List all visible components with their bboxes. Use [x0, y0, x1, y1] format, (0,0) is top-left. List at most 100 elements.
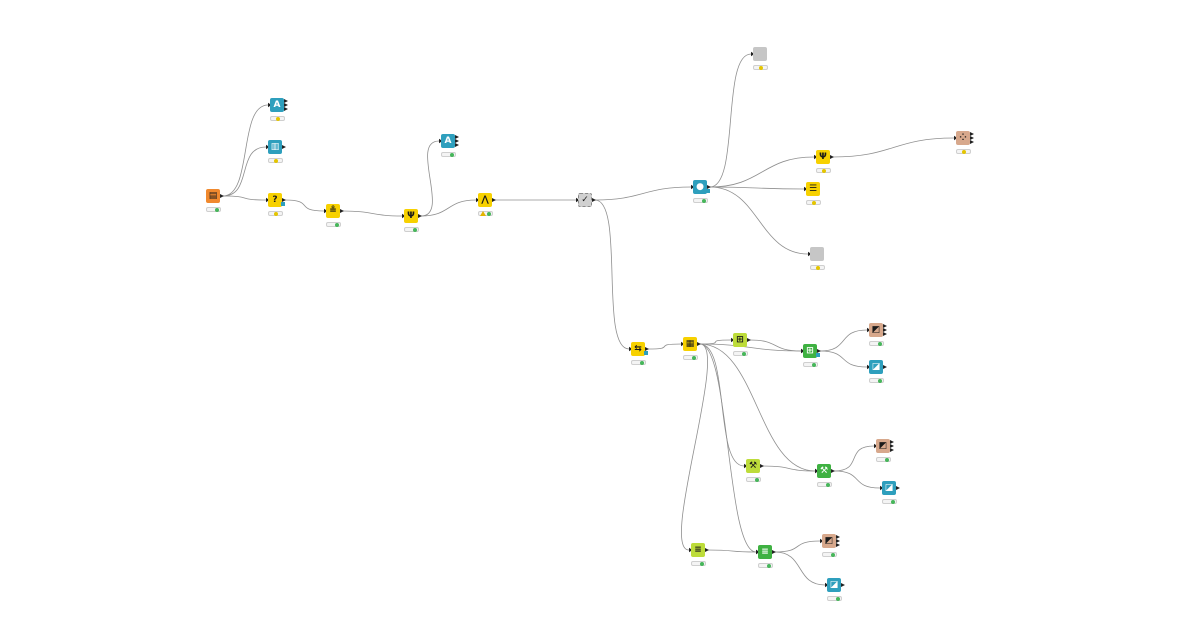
output-port[interactable] [282, 197, 286, 202]
output-port[interactable] [592, 197, 596, 202]
connection-edge[interactable] [709, 186, 809, 255]
workflow-node-n18[interactable]: ⊞ [733, 333, 747, 347]
flow-variable-port[interactable] [706, 189, 710, 193]
workflow-node-n1[interactable]: ▤ [206, 189, 220, 203]
output-port[interactable] [841, 582, 845, 587]
connection-edge[interactable] [420, 140, 440, 217]
output-port[interactable] [836, 538, 840, 543]
workflow-node-n27[interactable]: ≡ [758, 545, 772, 559]
workflow-node-n26[interactable]: ≡ [691, 543, 705, 557]
workflow-node-n17[interactable]: ▦ [683, 337, 697, 351]
connection-edge[interactable] [709, 53, 752, 188]
connection-edge[interactable] [699, 343, 757, 553]
workflow-node-n8[interactable]: ⋀ [478, 193, 492, 207]
output-port[interactable] [970, 135, 974, 140]
output-port[interactable] [747, 337, 751, 342]
output-port[interactable] [220, 193, 224, 198]
output-port[interactable] [890, 447, 894, 452]
output-port[interactable] [890, 443, 894, 448]
output-port[interactable] [707, 184, 711, 189]
workflow-node-n24[interactable]: ◩ [876, 439, 890, 453]
workflow-node-n21[interactable]: ◪ [869, 360, 883, 374]
connection-edge[interactable] [222, 146, 267, 197]
workflow-node-n14[interactable] [810, 247, 824, 261]
output-port[interactable] [645, 346, 649, 351]
workflow-node-n3[interactable]: ▥ [268, 140, 282, 154]
output-port[interactable] [284, 102, 288, 107]
output-port[interactable] [455, 134, 459, 139]
workflow-node-n19[interactable]: ⊞ [803, 344, 817, 358]
output-port[interactable] [883, 331, 887, 336]
workflow-node-n7[interactable]: A [441, 134, 455, 148]
output-port[interactable] [284, 98, 288, 103]
workflow-node-n4[interactable]: ? [268, 193, 282, 207]
workflow-node-n6[interactable]: Ψ [404, 209, 418, 223]
output-port[interactable] [883, 327, 887, 332]
output-port[interactable] [705, 547, 709, 552]
connection-edge[interactable] [699, 343, 816, 472]
connection-edge[interactable] [647, 343, 682, 350]
connection-edge[interactable] [709, 186, 805, 190]
output-port[interactable] [492, 197, 496, 202]
connection-edge[interactable] [832, 137, 955, 158]
connection-edge[interactable] [762, 465, 816, 472]
workflow-node-n25[interactable]: ◪ [882, 481, 896, 495]
connection-edge[interactable] [699, 339, 732, 345]
connection-edge[interactable] [222, 195, 267, 201]
workflow-node-n28[interactable]: ◩ [822, 534, 836, 548]
output-port[interactable] [896, 485, 900, 490]
output-port[interactable] [284, 106, 288, 111]
output-port[interactable] [282, 144, 286, 149]
connection-edge[interactable] [284, 199, 325, 212]
workflow-node-n11[interactable] [753, 47, 767, 61]
workflow-node-n9[interactable]: ✓ [578, 193, 592, 207]
workflow-node-n23[interactable]: ⚒ [817, 464, 831, 478]
connection-edge[interactable] [594, 186, 692, 201]
output-port[interactable] [455, 138, 459, 143]
output-port[interactable] [883, 364, 887, 369]
output-port[interactable] [836, 534, 840, 539]
output-port[interactable] [455, 142, 459, 147]
connection-edge[interactable] [833, 470, 881, 489]
output-port[interactable] [830, 154, 834, 159]
output-port[interactable] [836, 542, 840, 547]
output-port[interactable] [340, 208, 344, 213]
output-port[interactable] [970, 131, 974, 136]
workflow-node-n15[interactable]: ⁘ [956, 131, 970, 145]
workflow-node-n13[interactable]: ☰ [806, 182, 820, 196]
workflow-node-n29[interactable]: ◪ [827, 578, 841, 592]
flow-variable-port[interactable] [644, 351, 648, 355]
output-port[interactable] [831, 468, 835, 473]
connection-edge[interactable] [699, 343, 802, 352]
connection-edge[interactable] [681, 343, 708, 551]
connection-edge[interactable] [774, 540, 821, 553]
connection-edge[interactable] [222, 104, 269, 197]
connection-edge[interactable] [819, 329, 868, 352]
output-port[interactable] [883, 323, 887, 328]
flow-variable-port[interactable] [281, 202, 285, 206]
connection-edge[interactable] [699, 343, 745, 467]
workflow-node-n10[interactable]: ● [693, 180, 707, 194]
workflow-node-n2[interactable]: A [270, 98, 284, 112]
connection-edge[interactable] [342, 210, 403, 217]
output-port[interactable] [970, 139, 974, 144]
connection-edge[interactable] [833, 445, 875, 472]
output-port[interactable] [817, 348, 821, 353]
output-port[interactable] [760, 463, 764, 468]
output-port[interactable] [697, 341, 701, 346]
workflow-node-n12[interactable]: Ψ [816, 150, 830, 164]
connection-edge[interactable] [709, 156, 815, 188]
connection-edge[interactable] [774, 551, 826, 586]
workflow-node-n5[interactable]: ≗ [326, 204, 340, 218]
output-port[interactable] [772, 549, 776, 554]
output-port[interactable] [890, 439, 894, 444]
workflow-node-n22[interactable]: ⚒ [746, 459, 760, 473]
connection-edge[interactable] [707, 549, 757, 553]
workflow-node-n16[interactable]: ⇆ [631, 342, 645, 356]
flow-variable-port[interactable] [816, 353, 820, 357]
connection-edge[interactable] [594, 199, 630, 350]
connection-edge[interactable] [420, 199, 477, 217]
output-port[interactable] [418, 213, 422, 218]
connection-edge[interactable] [749, 339, 802, 352]
